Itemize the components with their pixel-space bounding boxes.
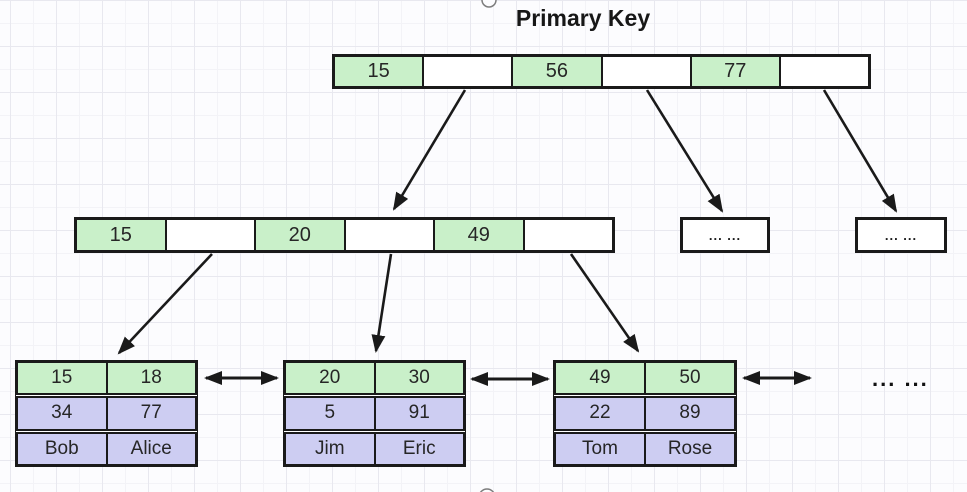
leaf-table[interactable]: 15 18 34 77 Bob Alice bbox=[15, 360, 198, 467]
leaf-data-row: 22 89 bbox=[554, 396, 736, 431]
leaf-data-cell: 22 bbox=[556, 398, 644, 429]
leaf-key-row: 49 50 bbox=[554, 361, 736, 396]
ellipsis-node[interactable]: ... ... bbox=[680, 217, 770, 253]
leaf-key-row: 15 18 bbox=[16, 361, 197, 396]
leaf-data-cell: 89 bbox=[644, 398, 734, 429]
leaf-key-cell: 15 bbox=[18, 363, 106, 394]
leaf-data-row: Tom Rose bbox=[554, 431, 736, 466]
pointer-cell bbox=[522, 220, 612, 250]
arrow-root-to-ellipsis-2 bbox=[822, 89, 898, 213]
key-cell: 20 bbox=[254, 220, 344, 250]
diagram-title: Primary Key bbox=[515, 5, 651, 31]
leaf-data-cell: 34 bbox=[18, 398, 106, 429]
pointer-cell bbox=[778, 57, 869, 86]
leaf-data-cell: 77 bbox=[105, 398, 195, 429]
leaf-ellipsis-text: ... ... bbox=[872, 366, 929, 391]
leaf-data-row: 34 77 bbox=[16, 396, 197, 431]
arrow-internal-to-leaf-3 bbox=[569, 253, 640, 353]
leaf-data-cell: 91 bbox=[373, 398, 463, 429]
leaf-data-cell: Bob bbox=[18, 433, 106, 464]
pointer-cell bbox=[343, 220, 433, 250]
leaf-key-cell: 49 bbox=[556, 363, 644, 394]
leaf-key-cell: 18 bbox=[105, 363, 195, 394]
arrow-internal-to-leaf-1 bbox=[117, 253, 213, 355]
leaf-data-row: Bob Alice bbox=[16, 431, 197, 466]
arrow-root-to-internal bbox=[392, 89, 467, 211]
ellipsis-node[interactable]: ... ... bbox=[855, 217, 947, 253]
root-node[interactable]: 15 56 77 bbox=[332, 54, 871, 89]
leaf-table[interactable]: 49 50 22 89 Tom Rose bbox=[553, 360, 737, 467]
arrow-root-to-ellipsis-1 bbox=[645, 89, 724, 213]
key-cell: 15 bbox=[335, 57, 423, 86]
key-cell: 77 bbox=[689, 57, 779, 86]
internal-node[interactable]: 15 20 49 bbox=[74, 217, 615, 253]
leaf-key-row: 20 30 bbox=[284, 361, 465, 396]
key-cell: 56 bbox=[511, 57, 601, 86]
leaf-data-cell: 5 bbox=[286, 398, 374, 429]
leaf-key-cell: 50 bbox=[644, 363, 734, 394]
key-cell: 15 bbox=[77, 220, 165, 250]
leaf-data-row: 5 91 bbox=[284, 396, 465, 431]
pointer-cell bbox=[422, 57, 512, 86]
leaf-data-cell: Eric bbox=[373, 433, 463, 464]
leaf-key-cell: 30 bbox=[373, 363, 463, 394]
leaf-data-cell: Alice bbox=[105, 433, 195, 464]
selection-handle-top[interactable] bbox=[481, 0, 497, 8]
pointer-cell bbox=[600, 57, 690, 86]
arrow-internal-to-leaf-2 bbox=[371, 253, 393, 353]
pointer-cell bbox=[164, 220, 254, 250]
leaf-data-cell: Jim bbox=[286, 433, 374, 464]
leaf-table[interactable]: 20 30 5 91 Jim Eric bbox=[283, 360, 466, 467]
leaf-data-cell: Tom bbox=[556, 433, 644, 464]
key-cell: 49 bbox=[433, 220, 523, 250]
leaf-key-cell: 20 bbox=[286, 363, 374, 394]
leaf-data-cell: Rose bbox=[644, 433, 734, 464]
leaf-data-row: Jim Eric bbox=[284, 431, 465, 466]
